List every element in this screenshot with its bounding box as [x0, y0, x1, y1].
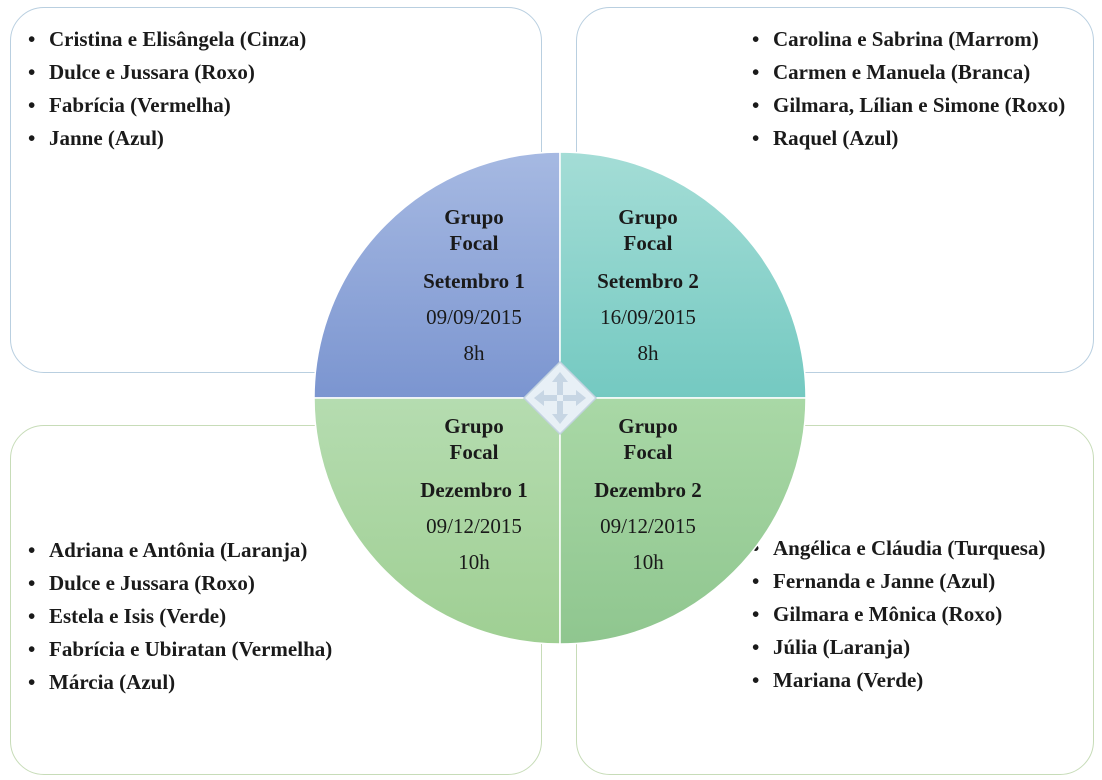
- quadrant-circle: [313, 151, 807, 645]
- list-item: Júlia (Laranja): [752, 634, 1092, 660]
- quadrant-dezembro-1: [313, 397, 561, 645]
- list-item: Cristina e Elisângela (Cinza): [28, 26, 338, 52]
- list-item: Dulce e Jussara (Roxo): [28, 59, 338, 85]
- group-label: Grupo: [444, 205, 504, 229]
- list-item: Gilmara e Mônica (Roxo): [752, 601, 1092, 627]
- group-label: Grupo: [618, 205, 678, 229]
- list-top-right: Carolina e Sabrina (Marrom) Carmen e Man…: [752, 26, 1082, 158]
- list-top-left: Cristina e Elisângela (Cinza) Dulce e Ju…: [28, 26, 338, 158]
- month-label: Dezembro 2: [594, 478, 702, 502]
- quadrant-dezembro-2: [559, 397, 807, 645]
- list-item: Mariana (Verde): [752, 667, 1092, 693]
- list-bottom-left: Adriana e Antônia (Laranja) Dulce e Juss…: [28, 537, 348, 702]
- list-item: Estela e Isis (Verde): [28, 603, 348, 629]
- hour-label: 10h: [458, 550, 490, 574]
- list-item: Fernanda e Janne (Azul): [752, 568, 1092, 594]
- quadrant-label-setembro-1: Grupo Focal Setembro 1 09/09/2015 8h: [394, 204, 554, 366]
- group-label: Grupo: [444, 414, 504, 438]
- move-arrows-icon: [522, 360, 598, 436]
- quadrant-label-dezembro-1: Grupo Focal Dezembro 1 09/12/2015 10h: [394, 413, 554, 575]
- list-item: Janne (Azul): [28, 125, 338, 151]
- date-label: 09/12/2015: [426, 514, 522, 538]
- list-item: Márcia (Azul): [28, 669, 348, 695]
- group-label: Grupo: [618, 414, 678, 438]
- list-item: Fabrícia (Vermelha): [28, 92, 338, 118]
- list-item: Raquel (Azul): [752, 125, 1082, 151]
- list-item: Carmen e Manuela (Branca): [752, 59, 1082, 85]
- focal-label: Focal: [449, 231, 499, 255]
- quadrant-label-dezembro-2: Grupo Focal Dezembro 2 09/12/2015 10h: [568, 413, 728, 575]
- date-label: 09/12/2015: [600, 514, 696, 538]
- month-label: Setembro 1: [423, 269, 525, 293]
- quadrant-label-setembro-2: Grupo Focal Setembro 2 16/09/2015 8h: [568, 204, 728, 366]
- focal-label: Focal: [449, 440, 499, 464]
- quadrant-setembro-2: [559, 151, 807, 399]
- focal-label: Focal: [623, 440, 673, 464]
- focal-label: Focal: [623, 231, 673, 255]
- date-label: 16/09/2015: [600, 305, 696, 329]
- hour-label: 10h: [632, 550, 664, 574]
- list-item: Fabrícia e Ubiratan (Vermelha): [28, 636, 348, 662]
- month-label: Setembro 2: [597, 269, 699, 293]
- list-item: Dulce e Jussara (Roxo): [28, 570, 348, 596]
- hour-label: 8h: [463, 341, 485, 365]
- list-item: Carolina e Sabrina (Marrom): [752, 26, 1082, 52]
- hour-label: 8h: [637, 341, 659, 365]
- list-item: Gilmara, Lílian e Simone (Roxo): [752, 92, 1082, 118]
- month-label: Dezembro 1: [420, 478, 528, 502]
- list-item: Adriana e Antônia (Laranja): [28, 537, 348, 563]
- date-label: 09/09/2015: [426, 305, 522, 329]
- quadrant-setembro-1: [313, 151, 561, 399]
